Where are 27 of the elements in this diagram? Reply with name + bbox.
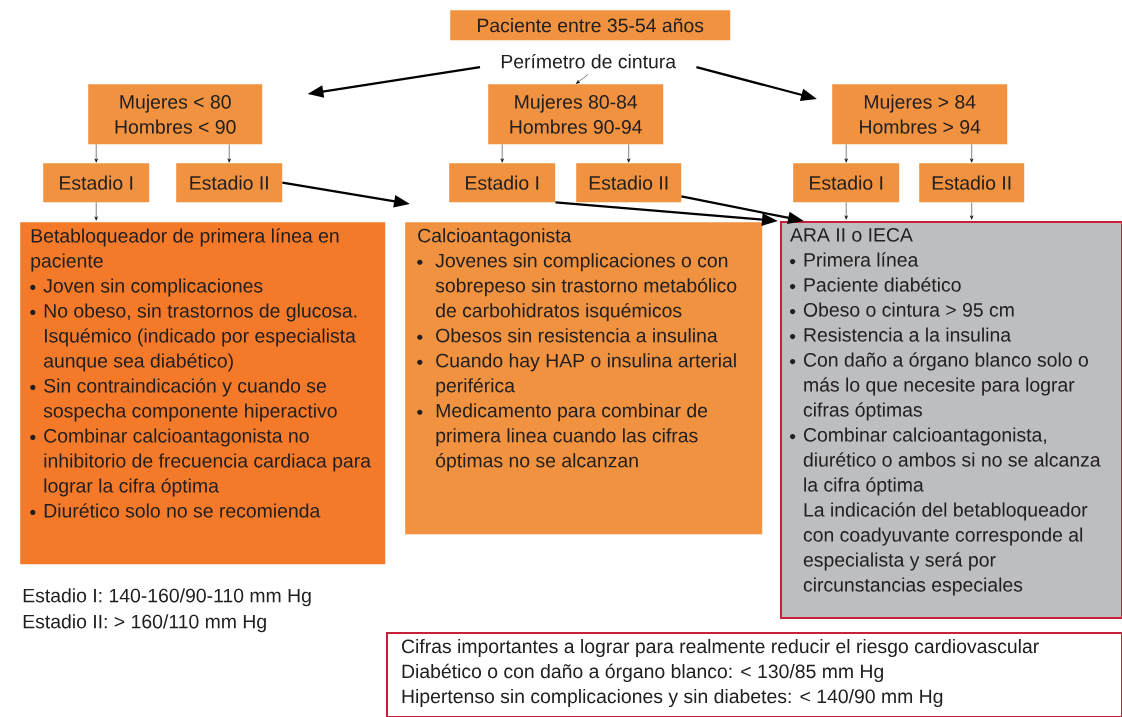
- stage-box: Estadio I: [43, 163, 150, 203]
- arrow: [500, 144, 504, 163]
- arrow: [844, 144, 848, 163]
- arrow: [844, 202, 848, 220]
- stage-box: Estadio II: [576, 163, 682, 203]
- arrow: [970, 144, 974, 163]
- treatment-box: Betabloqueador de primera línea en paciente Joven sin complicaciones No obeso, sin trastornos de glucosa. Isquémico (indicado por especialista aunque sea diabético) Sin contraindicación y cuando se sospecha componente hiperactivo Combinar calcioantagonista no inhibitorio de frecuencia cardiaca para lograr la cifra óptima Diurético solo no se recomienda: [20, 222, 386, 565]
- arrow: [94, 202, 98, 221]
- criteria-box: Mujeres 80-84 Hombres 90-94: [488, 84, 664, 145]
- stage-box: Estadio I: [793, 163, 900, 203]
- note-text: Estadio II: > 160/110 mm Hg: [23, 614, 266, 633]
- treatment-box: Calcioantagonista Jovenes sin complicaciones o con sobrepeso sin trastorno metabólico de carbohidratos isquémicos Obesos sin resistencia a insulina Cuando hay HAP o insulina arterial periférica Medicamento para combinar de primera linea cuando las cifras óptimas no se alcanzan: [405, 222, 763, 535]
- stage-box: Estadio I: [449, 163, 556, 203]
- arrow: [227, 144, 231, 163]
- note-text: Estadio I: 140-160/90-110 mm Hg: [23, 588, 311, 607]
- arrow: [94, 144, 98, 163]
- label-text: Perímetro de cintura: [501, 53, 677, 69]
- criteria-box: Mujeres < 80 Hombres < 90: [88, 84, 263, 145]
- stage-box: Estadio II: [919, 163, 1025, 203]
- treatment-box: ARA II o IECA Primera línea Paciente diabético Obeso o cintura > 95 cm Resistencia a la insulina Con daño a órgano blanco solo o más lo que necesite para lograr cifras óptimas Combinar calcioantagonista, diurético o ambos si no se alcanza la cifra óptima La indicación del betabloqueador con coadyuvante corresponde al especialista y será por circunstancias especiales: [780, 221, 1122, 619]
- arrow: [970, 202, 974, 220]
- arrow: [627, 144, 631, 163]
- process-box: Paciente entre 35-54 años: [450, 10, 731, 41]
- criteria-box: Mujeres > 84 Hombres > 94: [832, 84, 1008, 145]
- arrow: [576, 74, 589, 84]
- note-box: Cifras importantes a lograr para realmente reducir el riesgo cardiovascular Diabético o con daño a órgano blanco: < 130/85 mm Hg Hipertenso sin complicaciones y sin diabetes: < 140/90 mm Hg: [386, 632, 1122, 717]
- stage-box: Estadio II: [176, 163, 283, 203]
